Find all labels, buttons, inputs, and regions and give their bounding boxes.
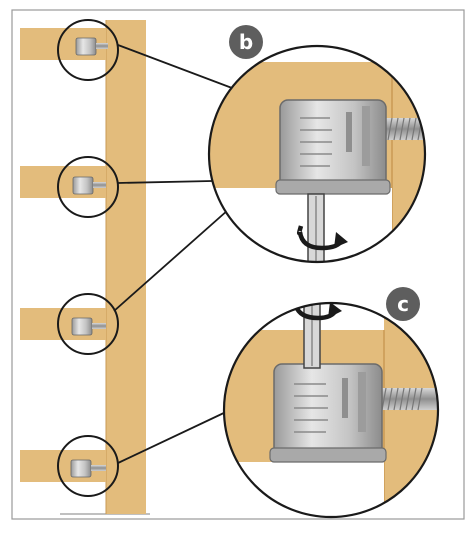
small-circle-2 [57, 156, 119, 218]
small-circle-1 [57, 19, 119, 81]
detail-b [207, 44, 427, 264]
badge-b-label: b [239, 30, 253, 54]
small-cam-2 [72, 176, 106, 195]
badge-b: b [229, 25, 263, 59]
detail-c-circle [222, 301, 440, 519]
detail-c [222, 301, 440, 519]
small-cam-3 [71, 317, 106, 336]
leader-line-4 [117, 410, 229, 464]
small-circle-4 [57, 435, 119, 497]
side-panel [106, 20, 146, 514]
badge-c: c [386, 287, 420, 321]
detail-b-circle [207, 44, 427, 264]
small-circle-3 [57, 293, 119, 355]
leader-line-3 [113, 209, 229, 312]
leader-line-2 [117, 180, 213, 184]
leader-line-1 [117, 44, 233, 89]
badge-c-label: c [397, 292, 409, 316]
small-cam-4 [70, 459, 106, 478]
page-frame [11, 9, 465, 520]
small-cam-1 [75, 37, 108, 56]
